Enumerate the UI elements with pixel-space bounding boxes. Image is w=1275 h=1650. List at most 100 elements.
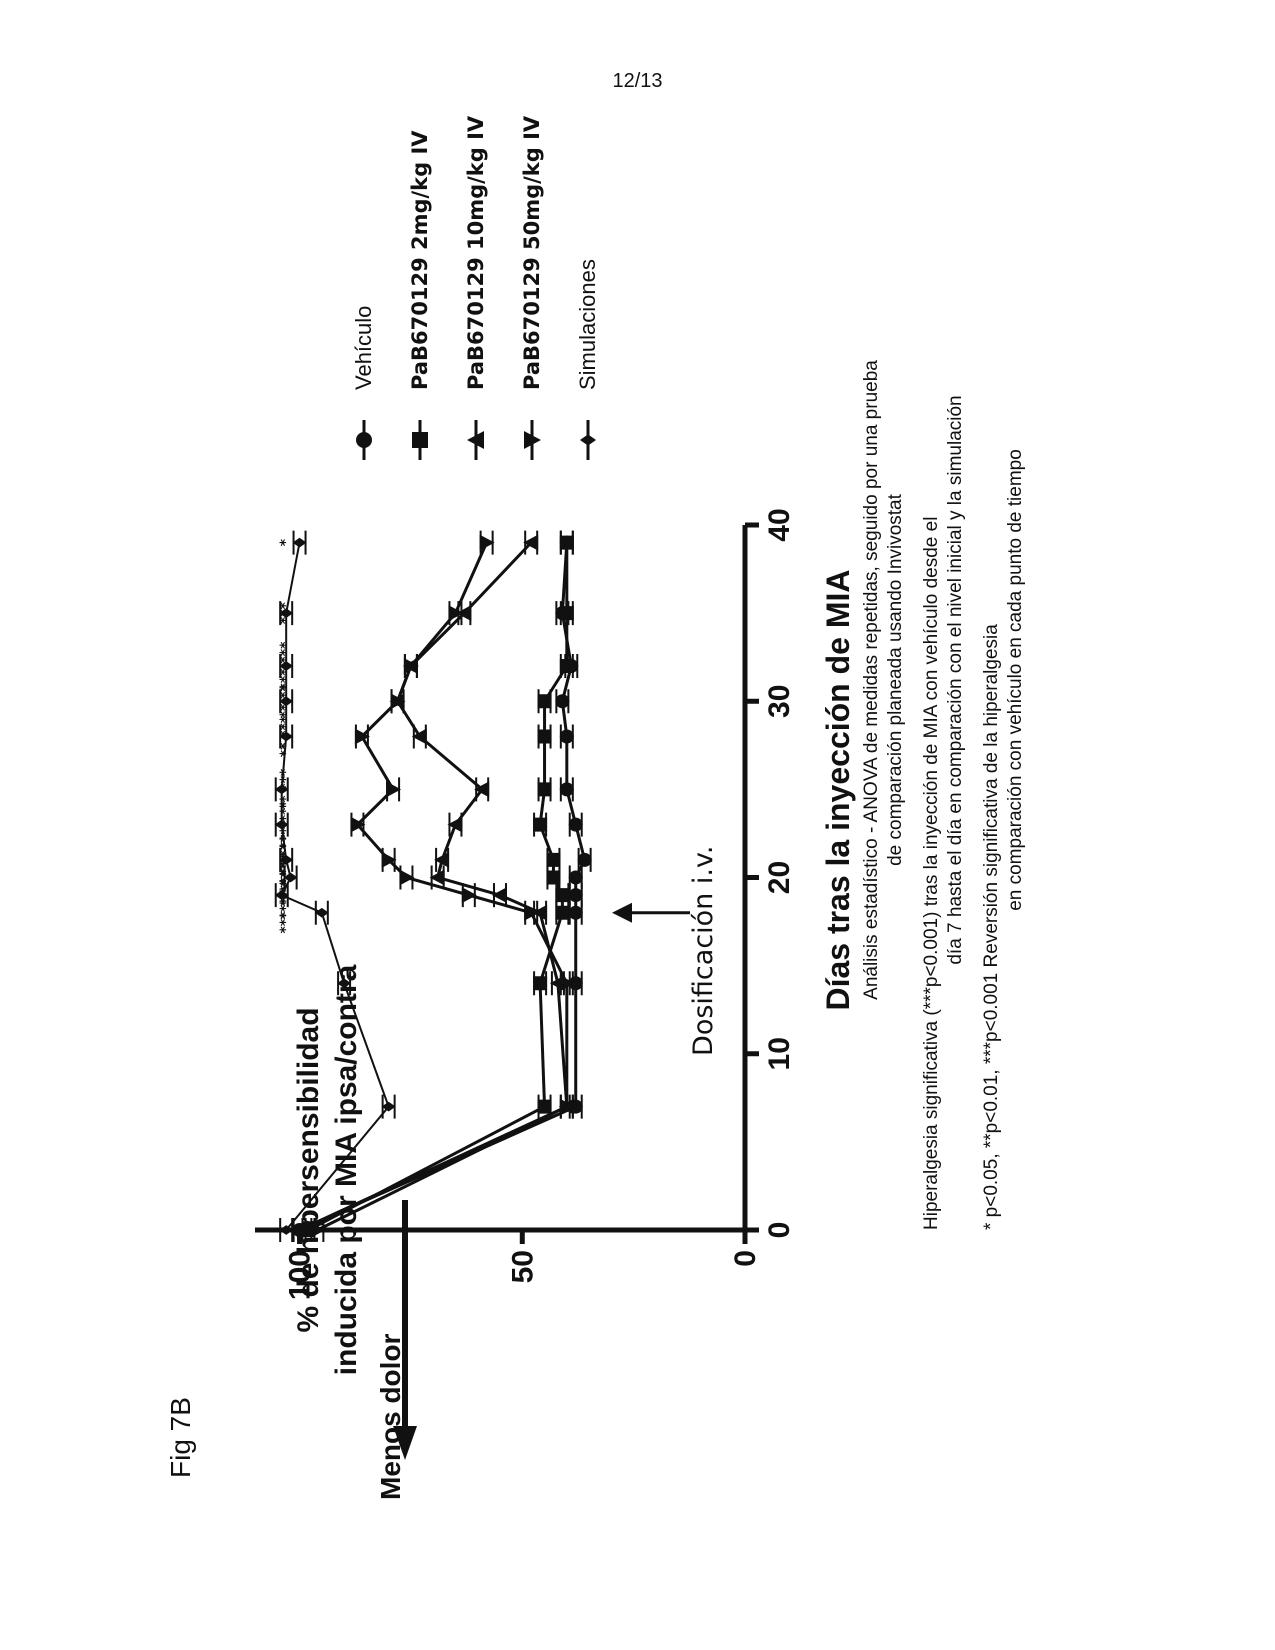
sig-note-line1: * p<0.05, **p<0.01, ***p<0.001 Reversión… xyxy=(981,624,1002,1230)
significance-label: ** *** xyxy=(278,768,294,810)
point-simulaciones xyxy=(337,978,352,989)
dosing-label: Dosificación i.v. xyxy=(688,846,719,1056)
point-pab670129-50mg-kg-iv xyxy=(310,1222,326,1238)
dosing-arrowhead-icon xyxy=(612,902,632,923)
x-axis-label: Días tras la inyección de MIA xyxy=(820,569,856,1011)
series-line-simulaciones xyxy=(280,542,390,1231)
point-pab670129-2mg-kg-iv xyxy=(537,729,552,744)
legend-item: Simulaciones xyxy=(574,259,614,460)
point-pab670129-10mg-kg-iv xyxy=(456,605,472,622)
legend-item: PaB670129 10mg/kg IV xyxy=(462,116,502,460)
significance-label: *** *** xyxy=(278,800,294,849)
point-veh-culo xyxy=(568,905,583,920)
point-pab670129-10mg-kg-iv xyxy=(434,851,450,868)
point-pab670129-50mg-kg-iv xyxy=(386,781,402,798)
point-simulaciones xyxy=(279,731,294,742)
point-simulaciones xyxy=(279,696,294,707)
point-pab670129-10mg-kg-iv xyxy=(523,534,539,551)
point-veh-culo xyxy=(559,782,574,797)
point-pab670129-50mg-kg-iv xyxy=(559,975,575,992)
point-pab670129-50mg-kg-iv xyxy=(354,728,370,745)
significance-label: *** *** xyxy=(278,870,294,919)
point-simulaciones xyxy=(274,784,289,795)
point-pab670129-10mg-kg-iv xyxy=(474,781,490,798)
point-pab670129-2mg-kg-iv xyxy=(559,659,574,673)
x-tick-label: 10 xyxy=(763,1037,796,1070)
significance-label: ** *** xyxy=(278,715,294,757)
point-pab670129-10mg-kg-iv xyxy=(492,887,507,904)
legend-marker-icon xyxy=(524,420,542,460)
stats-note-line2: de comparación planeada usando Invivosta… xyxy=(885,494,906,866)
point-pab670129-10mg-kg-iv xyxy=(411,728,427,745)
point-pab670129-50mg-kg-iv xyxy=(559,1098,575,1115)
x-tick-label: 30 xyxy=(763,685,796,718)
point-veh-culo xyxy=(568,888,583,903)
point-pab670129-10mg-kg-iv xyxy=(532,904,548,921)
point-pab670129-10mg-kg-iv xyxy=(429,869,445,886)
point-pab670129-2mg-kg-iv xyxy=(555,905,570,920)
page-number: 12/13 xyxy=(612,70,663,92)
point-pab670129-50mg-kg-iv xyxy=(403,658,419,674)
point-veh-culo xyxy=(577,852,592,867)
point-simulaciones xyxy=(381,1101,396,1112)
point-pab670129-2mg-kg-iv xyxy=(559,606,574,621)
point-pab670129-50mg-kg-iv xyxy=(461,887,477,904)
point-simulaciones xyxy=(314,907,329,918)
legend-label: Vehículo xyxy=(351,305,377,390)
point-pab670129-10mg-kg-iv xyxy=(447,816,463,833)
legend-marker-icon xyxy=(467,420,485,460)
y-tick-label: 100 xyxy=(284,1250,317,1300)
point-pab670129-50mg-kg-iv xyxy=(524,904,540,921)
sig-note-line2: en comparación con vehículo en cada punt… xyxy=(1005,449,1026,911)
point-pab670129-50mg-kg-iv xyxy=(390,693,406,710)
point-pab670129-2mg-kg-iv xyxy=(537,1099,552,1114)
significance-label: ** ** xyxy=(278,683,294,718)
point-veh-culo xyxy=(555,694,570,709)
point-pab670129-2mg-kg-iv xyxy=(537,782,552,797)
legend-label: Simulaciones xyxy=(575,259,601,390)
point-simulaciones xyxy=(274,890,289,901)
point-veh-culo xyxy=(568,870,583,885)
legend-marker-icon xyxy=(356,420,373,460)
significance-label: *** ** xyxy=(278,891,294,933)
point-pab670129-50mg-kg-iv xyxy=(399,869,415,886)
point-pab670129-2mg-kg-iv xyxy=(533,976,548,991)
less-pain-arrow-icon xyxy=(393,1200,417,1460)
point-simulaciones xyxy=(274,819,289,830)
point-pab670129-50mg-kg-iv xyxy=(479,534,495,551)
hyper-note-line1: Hiperalgesia significativa (***p<0.001) … xyxy=(921,516,942,1230)
point-pab670129-2mg-kg-iv xyxy=(559,535,574,550)
point-simulaciones xyxy=(279,661,294,671)
point-pab670129-50mg-kg-iv xyxy=(381,851,397,868)
y-tick-label: 50 xyxy=(506,1250,539,1283)
point-pab670129-2mg-kg-iv xyxy=(533,817,548,832)
significance-label: * xyxy=(278,538,294,546)
point-simulaciones xyxy=(283,872,298,883)
point-simulaciones xyxy=(279,608,294,619)
y-tick-label: 0 xyxy=(729,1250,762,1267)
legend-marker-icon xyxy=(580,420,597,460)
legend-item: Vehículo xyxy=(350,306,390,460)
x-tick-label: 20 xyxy=(763,861,796,894)
point-pab670129-10mg-kg-iv xyxy=(291,1222,307,1238)
point-pab670129-2mg-kg-iv xyxy=(537,694,552,709)
significance-label: *** xyxy=(278,601,294,624)
legend-item: PaB670129 2mg/kg IV xyxy=(406,130,446,460)
point-veh-culo xyxy=(559,729,574,744)
point-pab670129-2mg-kg-iv xyxy=(555,888,570,903)
legend-marker-icon xyxy=(412,420,429,460)
point-veh-culo xyxy=(568,817,583,832)
point-simulaciones xyxy=(292,537,307,548)
significance-label: *** *** xyxy=(278,852,294,901)
legend-label: PaB670129 50mg/kg IV xyxy=(520,115,545,390)
legend-label: PaB670129 10mg/kg IV xyxy=(464,115,489,390)
point-simulaciones xyxy=(279,854,294,865)
point-pab670129-50mg-kg-iv xyxy=(350,816,366,833)
significance-label: *** *** xyxy=(278,835,294,884)
notes: Análisis estadístico - ANOVA de medidas … xyxy=(860,130,1028,1230)
stats-note-line1: Análisis estadístico - ANOVA de medidas … xyxy=(861,360,882,1000)
legend-label: PaB670129 2mg/kg IV xyxy=(408,130,433,390)
point-pab670129-50mg-kg-iv xyxy=(448,605,464,622)
